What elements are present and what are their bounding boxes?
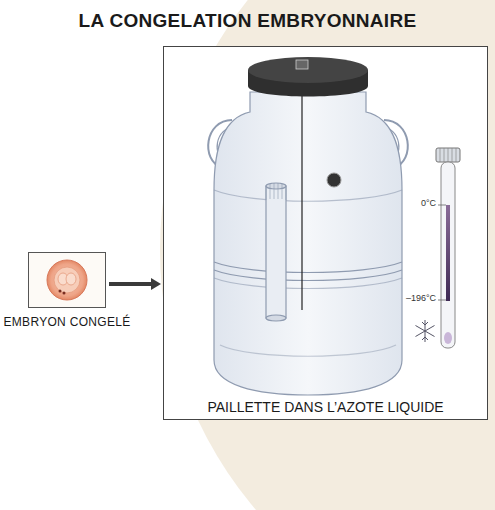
tank-panel: PAILLETTE DANS L’AZOTE LIQUIDE — [163, 46, 488, 420]
embryo-ground — [28, 252, 106, 308]
temperature-label: –196°C — [406, 293, 436, 303]
tank-lid — [248, 57, 368, 97]
embryo-picture — [47, 260, 87, 300]
arrow-connector — [109, 278, 161, 290]
background-shape — [160, 0, 495, 510]
snowflake-symbol — [416, 320, 435, 342]
tank-knob — [327, 173, 341, 187]
temperature-label: 0°C — [421, 198, 436, 208]
node-label: EMBRYON CONGELÉ — [4, 315, 131, 329]
liquid-nitrogen-tank — [208, 92, 408, 395]
embryo-box: EMBRYON CONGELÉ — [28, 252, 106, 308]
panel-ground — [163, 46, 488, 420]
node-label: PAILLETTE DANS L’AZOTE LIQUIDE — [207, 399, 443, 415]
straw-cane — [301, 66, 302, 310]
diagram-title: LA CONGELATION EMBRYONNAIRE — [0, 10, 495, 32]
straw-thermometer — [436, 148, 460, 348]
